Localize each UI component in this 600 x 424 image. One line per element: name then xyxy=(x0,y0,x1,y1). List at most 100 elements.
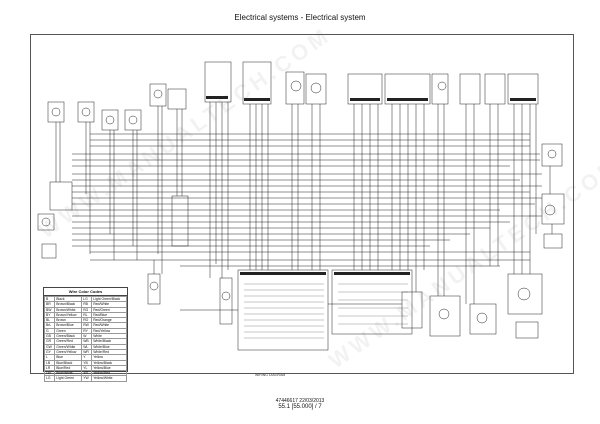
legend-title: Wire Color Codes xyxy=(44,288,127,296)
component-box xyxy=(149,83,167,107)
legend-color: Red/Green xyxy=(91,306,127,313)
connector-box xyxy=(49,181,73,211)
legend-code: LG xyxy=(43,375,56,382)
component-box xyxy=(431,73,449,105)
legend-code: WB xyxy=(81,338,93,345)
sensor-symbol xyxy=(438,308,450,320)
component-box xyxy=(347,73,383,105)
legend-code: GY xyxy=(43,348,56,356)
component-box xyxy=(124,109,142,131)
legend-color: Yellow/Black xyxy=(91,359,127,366)
pin-strip xyxy=(240,272,326,275)
component-box xyxy=(77,101,95,123)
component-box xyxy=(219,277,233,325)
pin-strip xyxy=(334,272,410,275)
legend-code: RY xyxy=(81,327,93,335)
legend-color: Yellow/Red xyxy=(91,370,127,377)
legend-code: WL xyxy=(81,343,93,350)
legend-code: GB xyxy=(43,333,56,340)
component-box xyxy=(507,273,543,315)
component-box xyxy=(47,101,65,123)
component-box xyxy=(285,71,305,105)
component-box xyxy=(384,73,431,105)
component-box xyxy=(305,73,327,105)
wiring-diagram xyxy=(37,61,565,351)
ecu-module xyxy=(331,269,413,335)
component-box xyxy=(147,273,161,305)
gauge-symbol xyxy=(310,82,322,94)
switch-symbol xyxy=(149,281,159,291)
component-box xyxy=(429,295,461,337)
lamp-symbol xyxy=(153,89,163,99)
legend-code: BW xyxy=(43,306,56,313)
component-box xyxy=(401,291,423,329)
lamp-symbol xyxy=(437,81,447,91)
component-box xyxy=(459,73,481,105)
lamp-symbol xyxy=(105,115,115,125)
legend-color: White/Blue xyxy=(91,343,127,350)
component-box xyxy=(242,61,272,105)
legend-code: GW xyxy=(43,343,56,350)
page-number: 55.1 [55.000] / 7 xyxy=(278,404,322,410)
page-title: Electrical systems - Electrical system xyxy=(234,13,366,22)
pin-strip xyxy=(350,98,380,101)
motor-symbol xyxy=(544,204,556,216)
gauge-symbol xyxy=(290,80,302,92)
legend-color: Light Green xyxy=(54,375,83,382)
connector-box xyxy=(37,213,55,231)
pin-strip xyxy=(510,98,536,101)
sensor-symbol xyxy=(476,312,488,324)
legend-color: Yellow/Blue xyxy=(91,364,127,372)
legend-color: Red/Yellow xyxy=(91,327,127,335)
component-box xyxy=(204,61,232,103)
lamp-symbol xyxy=(51,107,61,117)
page-footer: 47446617 22/03/2013 55.1 [55.000] / 7 xyxy=(0,398,600,410)
component-box xyxy=(101,109,119,131)
doc-number: 47446617 22/03/2013 xyxy=(275,398,325,404)
pin-strip xyxy=(244,98,270,101)
legend-code: RB xyxy=(81,301,93,308)
legend-code: YL xyxy=(81,364,93,372)
legend-code: YB xyxy=(81,359,93,366)
relay-symbol xyxy=(517,287,531,301)
legend-code: BL xyxy=(43,317,56,324)
legend-color: Yellow/White xyxy=(91,375,127,382)
lamp-symbol xyxy=(41,217,51,227)
legend-color: Red/Orange xyxy=(91,317,127,324)
lamp-symbol xyxy=(81,107,91,117)
pin-strip xyxy=(387,98,428,101)
legend-code: RO xyxy=(81,317,93,324)
legend-code: LR xyxy=(43,364,56,372)
component-box xyxy=(167,88,187,110)
component-box xyxy=(515,321,539,339)
component-box xyxy=(469,303,497,335)
legend-code: RL xyxy=(81,311,93,319)
lamp-symbol xyxy=(128,115,138,125)
component-box xyxy=(484,73,506,105)
legend-code: YW xyxy=(81,375,93,382)
legend-code: LG xyxy=(81,295,93,303)
legend-code: LW xyxy=(43,370,56,377)
legend-color: White/Black xyxy=(91,338,127,345)
legend-code: RW xyxy=(81,322,93,329)
legend-code: YR xyxy=(81,370,93,377)
connector-box xyxy=(171,195,189,247)
legend-code: BY xyxy=(43,311,56,319)
pin-strip xyxy=(206,96,228,99)
legend-code: WR xyxy=(81,348,93,356)
legend-code: RG xyxy=(81,306,93,313)
diagram-frame xyxy=(30,34,574,374)
component-box xyxy=(507,73,539,105)
